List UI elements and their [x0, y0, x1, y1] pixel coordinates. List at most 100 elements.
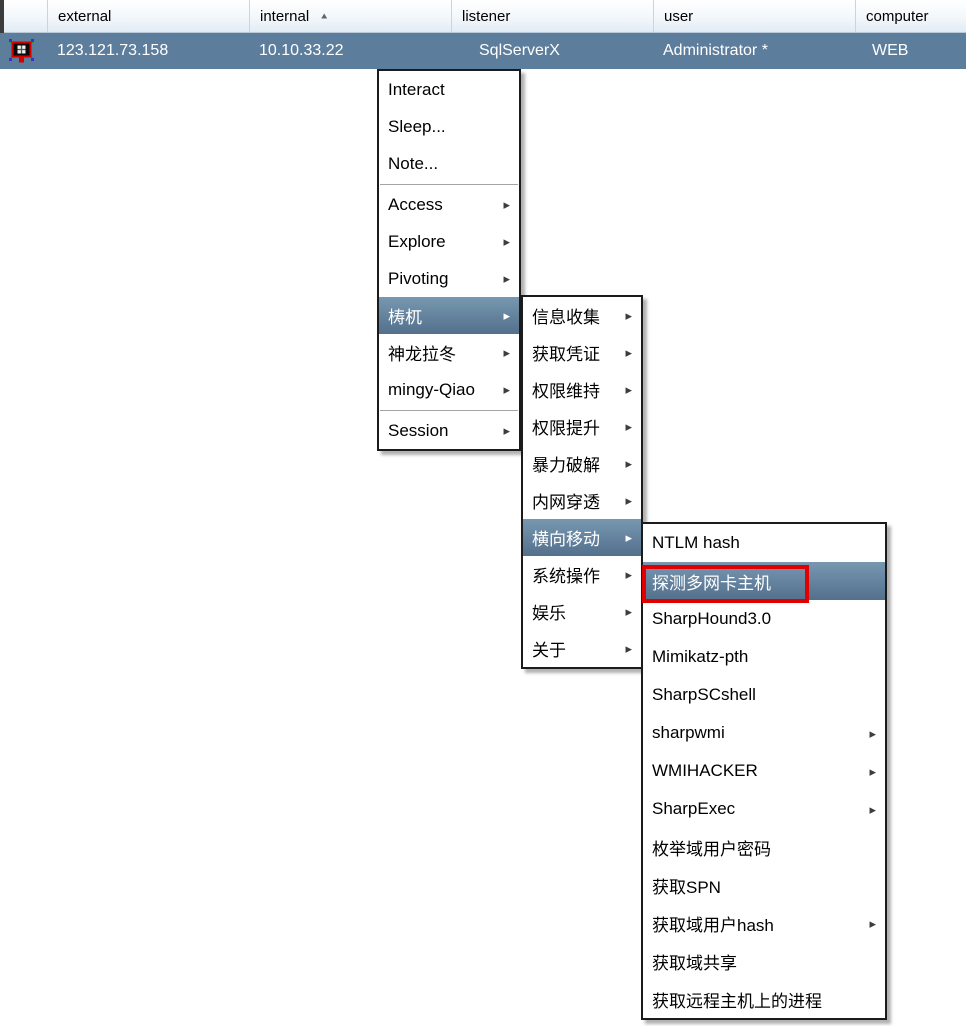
menu-item-label: 权限提升: [532, 419, 600, 438]
submenu-arrow-icon: ▸: [625, 308, 632, 323]
lateral-movement-submenu: NTLM hash 探测多网卡主机 SharpHound3.0 Mimikatz…: [641, 522, 887, 1020]
menu-item-privilege-maintain[interactable]: 权限维持 ▸: [523, 371, 641, 408]
menu-item-explore[interactable]: Explore ▸: [379, 223, 519, 260]
submenu-arrow-icon: ▸: [503, 271, 510, 286]
menu-item-label: 权限维持: [532, 382, 600, 401]
menu-item-label: 获取SPN: [652, 877, 721, 897]
submenu-arrow-icon: ▸: [869, 801, 876, 817]
taowu-submenu: 信息收集 ▸ 获取凭证 ▸ 权限维持 ▸ 权限提升 ▸ 暴力破解 ▸ 内网穿透 …: [521, 295, 643, 669]
menu-item-mingy-qiao[interactable]: mingy-Qiao ▸: [379, 371, 519, 408]
cell-external: 123.121.73.158: [57, 42, 169, 59]
submenu-arrow-icon: ▸: [869, 763, 876, 779]
menu-item-label: 获取域共享: [652, 953, 737, 973]
menu-item-label: Note...: [388, 153, 439, 173]
column-header-label: external: [58, 7, 112, 25]
submenu-arrow-icon: ▸: [869, 725, 876, 741]
menu-item-label: Access: [388, 194, 443, 214]
submenu-arrow-icon: ▸: [503, 345, 510, 360]
menu-item-label: Explore: [388, 231, 446, 251]
submenu-arrow-icon: ▸: [503, 382, 510, 397]
column-header-label: internal: [260, 7, 310, 25]
session-icon-cell: [0, 36, 47, 66]
menu-item-entertainment[interactable]: 娱乐 ▸: [523, 593, 641, 630]
menu-item-label: 探测多网卡主机: [652, 573, 771, 593]
menu-item-label: 娱乐: [532, 604, 566, 623]
menu-item-label: SharpExec: [652, 799, 736, 818]
menu-item-label: 内网穿透: [532, 493, 600, 512]
menu-item-sharpexec[interactable]: SharpExec ▸: [643, 790, 885, 828]
window-edge: [0, 0, 4, 33]
menu-item-sharpwmi[interactable]: sharpwmi ▸: [643, 714, 885, 752]
menu-item-info-gathering[interactable]: 信息收集 ▸: [523, 297, 641, 334]
menu-item-get-domain-shares[interactable]: 获取域共享: [643, 942, 885, 980]
menu-item-session[interactable]: Session ▸: [379, 412, 519, 449]
submenu-arrow-icon: ▸: [625, 604, 632, 619]
submenu-arrow-icon: ▸: [503, 197, 510, 212]
submenu-arrow-icon: ▸: [625, 493, 632, 508]
menu-item-label: 获取域用户hash: [652, 915, 774, 935]
column-header-label: computer: [866, 7, 929, 25]
menu-item-label: mingy-Qiao: [388, 379, 475, 399]
menu-item-get-remote-host-processes[interactable]: 获取远程主机上的进程: [643, 980, 885, 1018]
sort-ascending-icon: ▲: [319, 11, 330, 21]
menu-item-note[interactable]: Note...: [379, 145, 519, 182]
menu-item-ntlm-hash[interactable]: NTLM hash: [643, 524, 885, 562]
menu-item-label: SharpHound3.0: [652, 609, 772, 628]
menu-item-label: 梼杌: [388, 308, 422, 327]
menu-item-label: Mimikatz-pth: [652, 647, 749, 666]
menu-item-label: 获取凭证: [532, 345, 600, 364]
menu-item-label: 神龙拉冬: [388, 345, 456, 364]
menu-item-wmihacker[interactable]: WMIHACKER ▸: [643, 752, 885, 790]
submenu-arrow-icon: ▸: [503, 308, 510, 323]
submenu-arrow-icon: ▸: [503, 423, 510, 438]
column-header-listener[interactable]: listener: [451, 0, 653, 32]
submenu-arrow-icon: ▸: [625, 567, 632, 582]
menu-item-label: Interact: [388, 79, 445, 99]
column-header-computer[interactable]: computer: [855, 0, 966, 32]
menu-item-sleep[interactable]: Sleep...: [379, 108, 519, 145]
submenu-arrow-icon: ▸: [625, 345, 632, 360]
menu-item-shenlong-ladong[interactable]: 神龙拉冬 ▸: [379, 334, 519, 371]
menu-item-mimikatz-pth[interactable]: Mimikatz-pth: [643, 638, 885, 676]
menu-item-get-credentials[interactable]: 获取凭证 ▸: [523, 334, 641, 371]
menu-item-label: 横向移动: [532, 530, 600, 549]
menu-item-label: 信息收集: [532, 308, 600, 327]
menu-item-interact[interactable]: Interact: [379, 71, 519, 108]
beacon-context-menu: Interact Sleep... Note... Access ▸ Explo…: [377, 69, 521, 451]
menu-item-label: WMIHACKER: [652, 761, 758, 780]
cell-user: Administrator *: [663, 42, 768, 59]
menu-item-about[interactable]: 关于 ▸: [523, 630, 641, 667]
menu-item-label: Pivoting: [388, 268, 449, 288]
menu-item-taowu[interactable]: 梼杌 ▸: [379, 297, 519, 334]
cell-internal: 10.10.33.22: [259, 42, 344, 59]
menu-item-privilege-escalation[interactable]: 权限提升 ▸: [523, 408, 641, 445]
column-header-external[interactable]: external: [47, 0, 249, 32]
column-header-label: user: [664, 7, 694, 25]
menu-item-sharphound[interactable]: SharpHound3.0: [643, 600, 885, 638]
menu-item-detect-multi-nic-host[interactable]: 探测多网卡主机: [643, 562, 885, 600]
menu-item-label: Sleep...: [388, 116, 446, 136]
menu-item-pivoting[interactable]: Pivoting ▸: [379, 260, 519, 297]
submenu-arrow-icon: ▸: [625, 419, 632, 434]
menu-item-enum-domain-user-passwords[interactable]: 枚举域用户密码: [643, 828, 885, 866]
column-header-internal[interactable]: internal ▲: [249, 0, 451, 32]
menu-item-sharpscshell[interactable]: SharpSCshell: [643, 676, 885, 714]
menu-item-label: 暴力破解: [532, 456, 600, 475]
menu-item-brute-force[interactable]: 暴力破解 ▸: [523, 445, 641, 482]
submenu-arrow-icon: ▸: [625, 456, 632, 471]
menu-item-get-spn[interactable]: 获取SPN: [643, 866, 885, 904]
menu-item-intranet-penetration[interactable]: 内网穿透 ▸: [523, 482, 641, 519]
column-header-user[interactable]: user: [653, 0, 855, 32]
menu-item-access[interactable]: Access ▸: [379, 186, 519, 223]
column-header-label: listener: [462, 7, 511, 25]
submenu-arrow-icon: ▸: [869, 915, 876, 931]
menu-item-label: 系统操作: [532, 567, 600, 586]
session-row[interactable]: 123.121.73.158 10.10.33.22 SqlServerX Ad…: [0, 33, 966, 69]
compromised-host-icon: [9, 39, 34, 63]
session-table-header: external internal ▲ listener user comput…: [0, 0, 966, 33]
menu-item-label: 关于: [532, 641, 566, 660]
menu-item-lateral-movement[interactable]: 横向移动 ▸: [523, 519, 641, 556]
submenu-arrow-icon: ▸: [625, 382, 632, 397]
menu-item-system-operations[interactable]: 系统操作 ▸: [523, 556, 641, 593]
menu-item-get-domain-user-hash[interactable]: 获取域用户hash ▸: [643, 904, 885, 942]
